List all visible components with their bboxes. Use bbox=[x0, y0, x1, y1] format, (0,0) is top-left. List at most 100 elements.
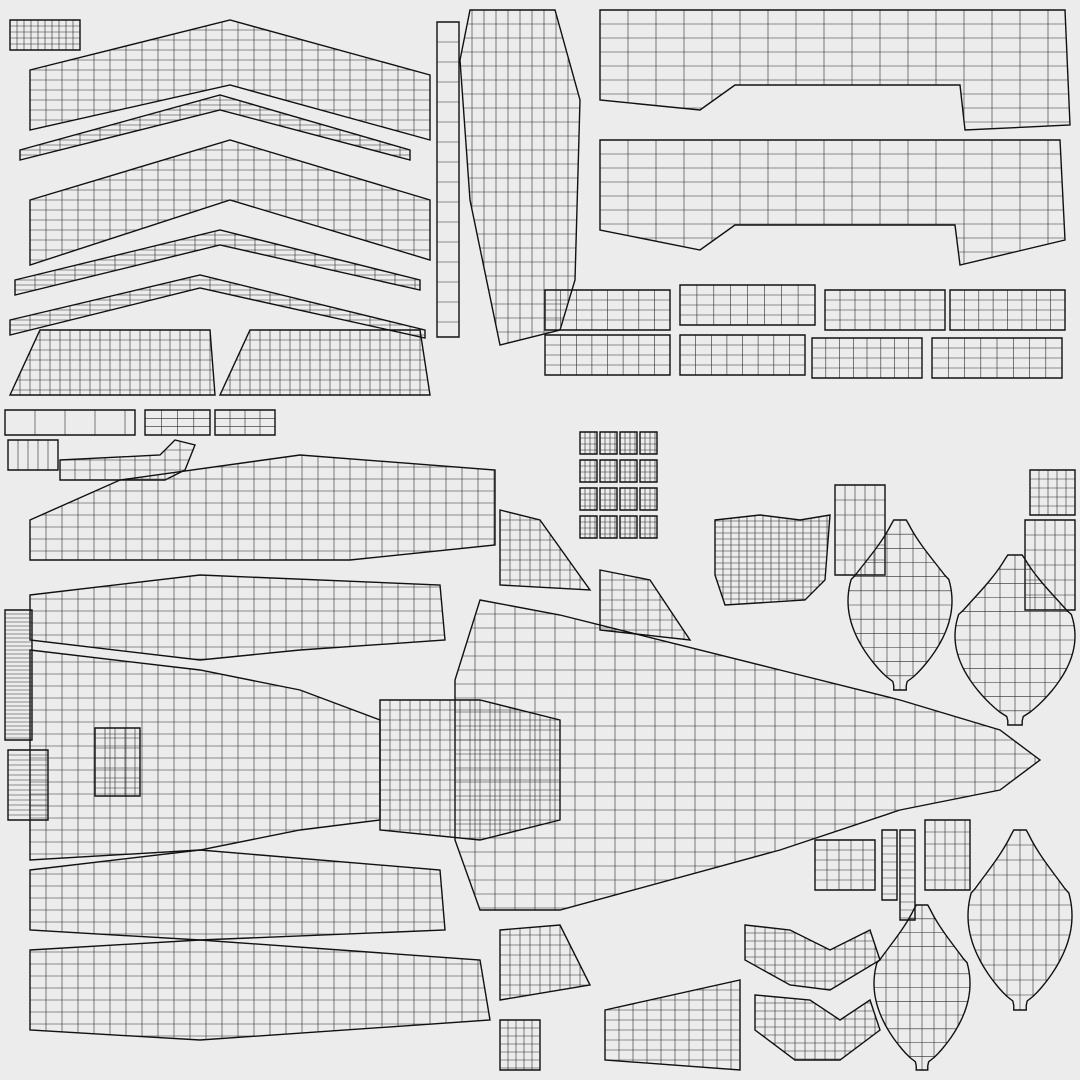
island-outline bbox=[599, 459, 618, 483]
mesh-lines bbox=[60, 440, 195, 480]
panel-row-5 bbox=[679, 334, 806, 376]
mesh-lines bbox=[145, 410, 210, 435]
gear-arc-a bbox=[744, 924, 881, 991]
side-ribs-2 bbox=[7, 749, 49, 821]
small-part-1-1 bbox=[599, 459, 618, 483]
side-ribs bbox=[4, 609, 33, 741]
island-outline bbox=[454, 599, 1042, 911]
fuselage-main bbox=[454, 599, 1042, 911]
mesh-lines bbox=[1030, 470, 1075, 515]
island-outline bbox=[924, 819, 971, 891]
island-outline bbox=[9, 274, 426, 339]
panel-row-6 bbox=[811, 337, 923, 379]
island-outline bbox=[881, 829, 898, 901]
fuselage-bottom-b bbox=[29, 939, 491, 1041]
island-outline bbox=[599, 487, 618, 511]
mesh-lines bbox=[95, 728, 140, 796]
mesh-lines bbox=[8, 754, 48, 816]
mesh-lines bbox=[17, 440, 49, 470]
island-outline bbox=[873, 904, 971, 1071]
mesh-lines bbox=[30, 140, 430, 265]
island-outline bbox=[639, 431, 658, 455]
island-outline bbox=[19, 94, 411, 161]
island-outline bbox=[619, 515, 638, 539]
mesh-lines bbox=[600, 516, 617, 538]
fuselage-left-lower bbox=[29, 649, 381, 861]
island-outline bbox=[499, 924, 592, 1001]
mesh-lines bbox=[848, 520, 952, 690]
tank-b bbox=[954, 554, 1076, 726]
cockpit-face bbox=[94, 727, 141, 797]
island-outline bbox=[9, 19, 81, 51]
mesh-lines bbox=[600, 488, 617, 510]
island-outline bbox=[899, 829, 916, 921]
mesh-lines bbox=[882, 837, 897, 895]
mesh-lines bbox=[620, 488, 637, 510]
island-outline bbox=[579, 515, 598, 539]
island-outline bbox=[499, 509, 592, 591]
mesh-lines bbox=[220, 330, 430, 395]
mesh-lines bbox=[925, 820, 970, 890]
mesh-lines bbox=[605, 980, 740, 1070]
tail-bottom bbox=[604, 979, 741, 1071]
tank-a bbox=[847, 519, 953, 691]
small-panel-e bbox=[834, 484, 886, 576]
mesh-lines bbox=[30, 455, 495, 560]
small-panel-f bbox=[1024, 519, 1076, 611]
tiny-stack bbox=[9, 19, 81, 51]
mesh-lines bbox=[680, 285, 815, 325]
island-outline bbox=[1029, 469, 1076, 516]
mesh-lines bbox=[620, 516, 637, 538]
mesh-lines bbox=[580, 516, 597, 538]
mesh-lines bbox=[580, 432, 597, 454]
island-outline bbox=[811, 337, 923, 379]
island-outline bbox=[14, 229, 421, 296]
island-outline bbox=[954, 554, 1076, 726]
fuselage-left-upper bbox=[29, 454, 496, 561]
intake-top bbox=[714, 514, 831, 606]
island-outline bbox=[579, 487, 598, 511]
small-part-2-2 bbox=[619, 487, 638, 511]
mesh-lines bbox=[455, 600, 1040, 910]
mesh-lines bbox=[5, 613, 32, 739]
island-outline bbox=[1024, 519, 1076, 611]
mesh-lines bbox=[835, 485, 885, 575]
flap-right bbox=[218, 329, 431, 396]
mesh-lines bbox=[825, 290, 945, 330]
mesh-lines bbox=[640, 432, 657, 454]
island-outline bbox=[604, 979, 741, 1071]
mesh-lines bbox=[812, 338, 922, 378]
island-outline bbox=[579, 459, 598, 483]
island-outline bbox=[639, 487, 658, 511]
island-outline bbox=[7, 439, 59, 471]
canopy-b bbox=[599, 569, 692, 641]
island-outline bbox=[7, 749, 49, 821]
small-part-0-2 bbox=[619, 431, 638, 455]
duct-piece bbox=[59, 439, 196, 481]
island-outline bbox=[599, 431, 618, 455]
small-part-3-3 bbox=[639, 515, 658, 539]
mesh-lines bbox=[620, 460, 637, 482]
mesh-lines bbox=[34, 410, 126, 435]
mesh-lines bbox=[437, 41, 459, 323]
panel-row-4 bbox=[544, 334, 671, 376]
mesh-lines bbox=[500, 925, 590, 1000]
small-part-1-3 bbox=[639, 459, 658, 483]
island-outline bbox=[639, 515, 658, 539]
island-outline bbox=[814, 839, 876, 891]
island-outline bbox=[579, 431, 598, 455]
island-outline bbox=[4, 609, 33, 741]
panel-small-b bbox=[144, 409, 211, 436]
island-outline bbox=[949, 289, 1066, 331]
tank-c bbox=[967, 829, 1073, 1011]
small-part-1-0 bbox=[579, 459, 598, 483]
wing-upper bbox=[29, 19, 431, 141]
mesh-lines bbox=[600, 140, 1065, 265]
island-outline bbox=[379, 699, 561, 841]
mesh-lines bbox=[755, 995, 880, 1060]
island-outline bbox=[744, 924, 881, 991]
island-outline bbox=[619, 431, 638, 455]
island-outline bbox=[29, 939, 491, 1041]
island-outline bbox=[8, 329, 216, 396]
